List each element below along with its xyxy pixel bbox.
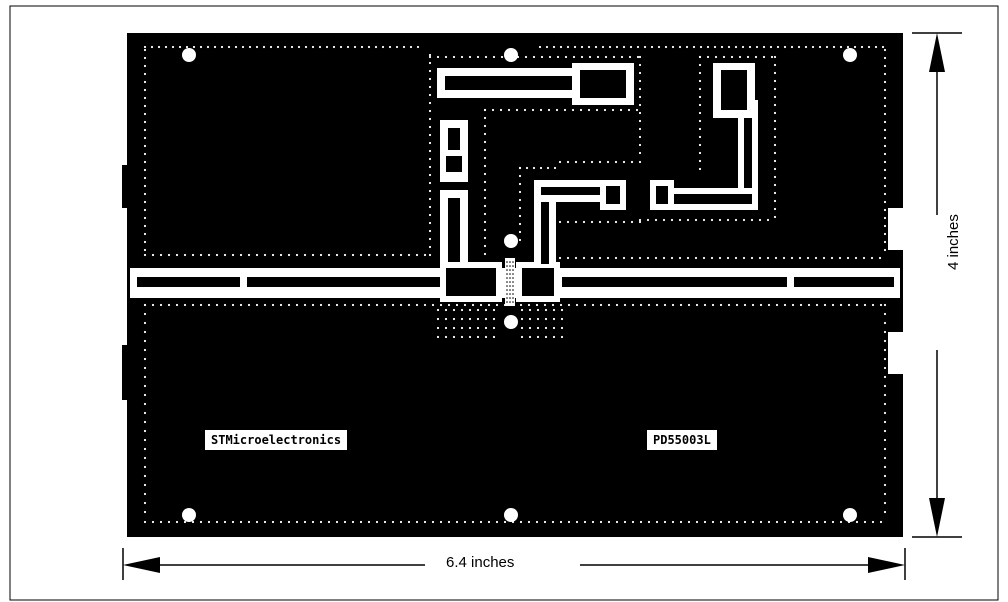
output-bias-pad [721, 70, 747, 110]
gate-bias-cap [446, 156, 462, 172]
drain-bias-vertical [541, 188, 549, 264]
output-bias-end [656, 186, 668, 204]
drain-bias-pad [606, 186, 620, 204]
output-microstrip-a [562, 277, 787, 287]
silkscreen-brand: STMicroelectronics [205, 430, 348, 450]
height-dimension [912, 32, 962, 538]
output-bias-vertical [744, 108, 752, 204]
via-dots [143, 45, 887, 524]
input-stub [445, 76, 577, 90]
gate-pad-copper [446, 268, 496, 296]
input-microstrip-a [137, 277, 240, 287]
mounting-holes [182, 48, 857, 522]
drain-pad-copper [522, 268, 554, 296]
output-microstrip-b [794, 277, 894, 287]
source-via-grid [506, 261, 514, 303]
width-dimension-label: 6.4 inches [440, 554, 521, 571]
input-microstrip-b [247, 277, 442, 287]
output-bias-horizontal [664, 194, 752, 204]
input-stub-pad [580, 70, 626, 98]
height-dimension-label: 4 inches [945, 214, 962, 270]
silkscreen-part-number: PD55003L [647, 430, 717, 450]
gate-bias-line [448, 198, 460, 262]
drain-bias-horizontal [541, 187, 613, 195]
width-dimension [122, 548, 906, 580]
figure-border [9, 5, 999, 601]
